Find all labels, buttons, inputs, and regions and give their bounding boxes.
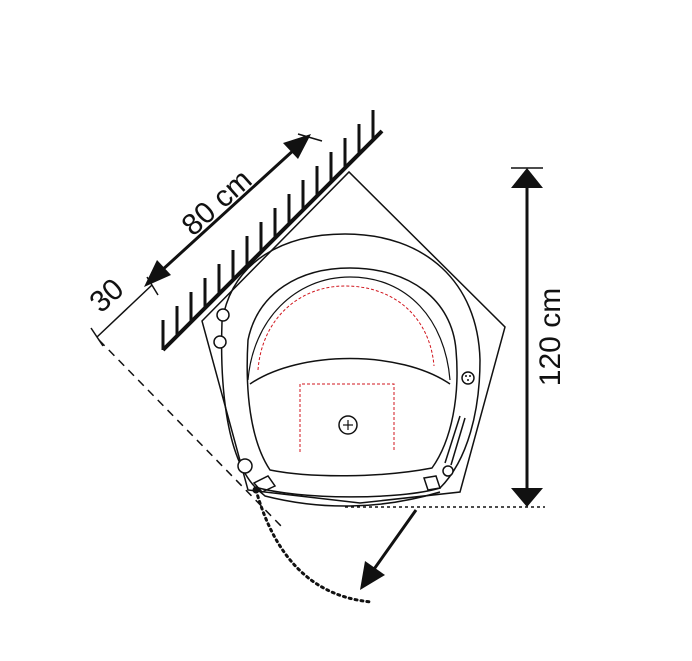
dimension-line-80 — [158, 146, 298, 274]
clearance-tick-b — [146, 276, 159, 296]
drain-zone — [299, 383, 395, 452]
seat-outline-red — [257, 285, 435, 371]
door-threshold — [257, 489, 441, 507]
height-dimension: 120 cm — [511, 167, 567, 507]
drain-zone-outline — [299, 383, 395, 452]
cabin-inner-wall — [246, 267, 458, 477]
shower-cabin — [220, 233, 481, 507]
cabin-outer-shell — [220, 233, 481, 498]
extension-tick-right — [297, 133, 323, 142]
door-swing-arc — [254, 488, 374, 604]
control-knob-top-icon — [216, 308, 230, 322]
door-opening-arrow — [360, 509, 418, 590]
seat-back-arc — [247, 276, 451, 381]
height-label: 120 cm — [534, 288, 567, 386]
wall-hatching — [161, 110, 375, 350]
control-knob-bottom-icon — [237, 458, 253, 474]
seat-front-edge — [249, 357, 451, 385]
shower-rail-icon — [442, 415, 466, 477]
arrowhead-down — [511, 488, 543, 507]
tray-outline — [201, 170, 506, 504]
arrowhead-right — [283, 134, 311, 159]
clearance-dimension: 30 — [84, 272, 283, 528]
clearance-guide-dashed — [98, 339, 283, 528]
wall — [161, 110, 384, 352]
control-knob-middle-icon — [213, 335, 227, 349]
shower-head-icon — [461, 371, 475, 385]
arrowhead-up — [511, 168, 543, 188]
clearance-dimension-line — [96, 284, 153, 338]
wall-length-label: 80 cm — [176, 163, 259, 242]
hinge-right — [423, 475, 441, 491]
arrowhead-left — [144, 260, 171, 287]
door-pivot — [252, 486, 260, 494]
